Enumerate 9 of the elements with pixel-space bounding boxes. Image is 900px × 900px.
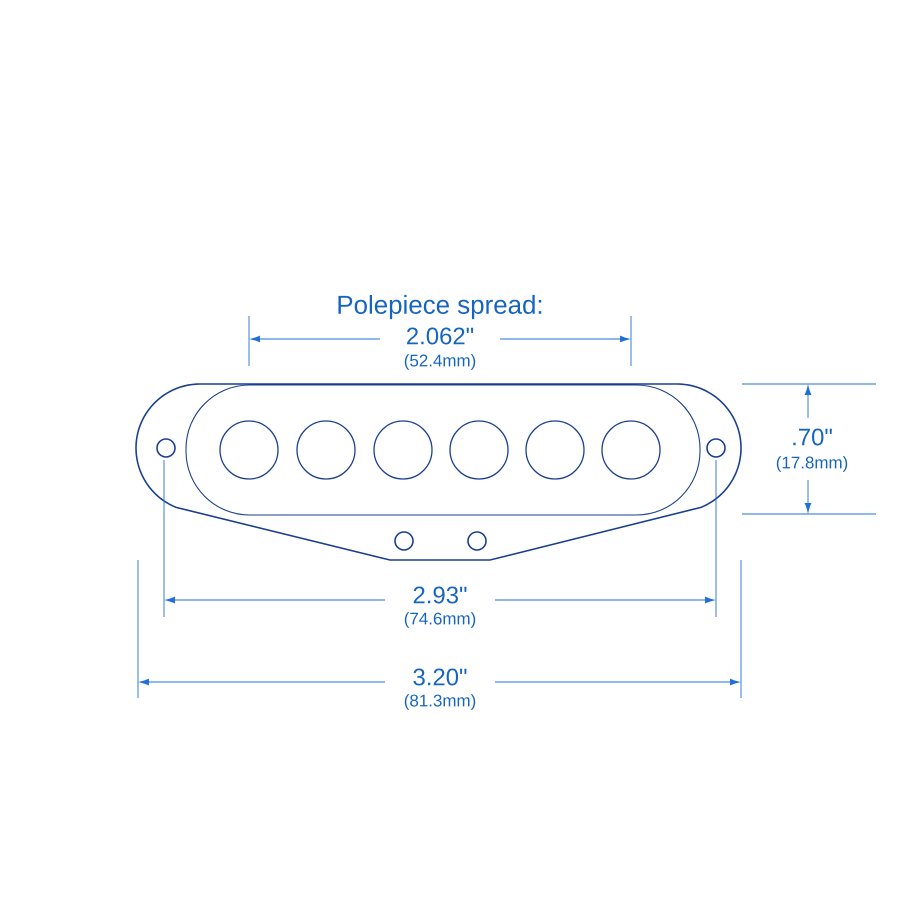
dimension-value: 3.20" [413,668,466,686]
dimension-value: (74.6mm) [404,612,476,628]
dimension-value: .70" [793,428,832,446]
dimension-value: (81.3mm) [404,694,476,710]
dimension-title: Polepiece spread: [338,294,542,320]
dimension-value: (52.4mm) [404,354,476,370]
dimension-value: 2.93" [414,586,466,604]
dimension-value: (17.8mm) [776,456,848,472]
dimension-value: 2.062" [407,328,474,344]
